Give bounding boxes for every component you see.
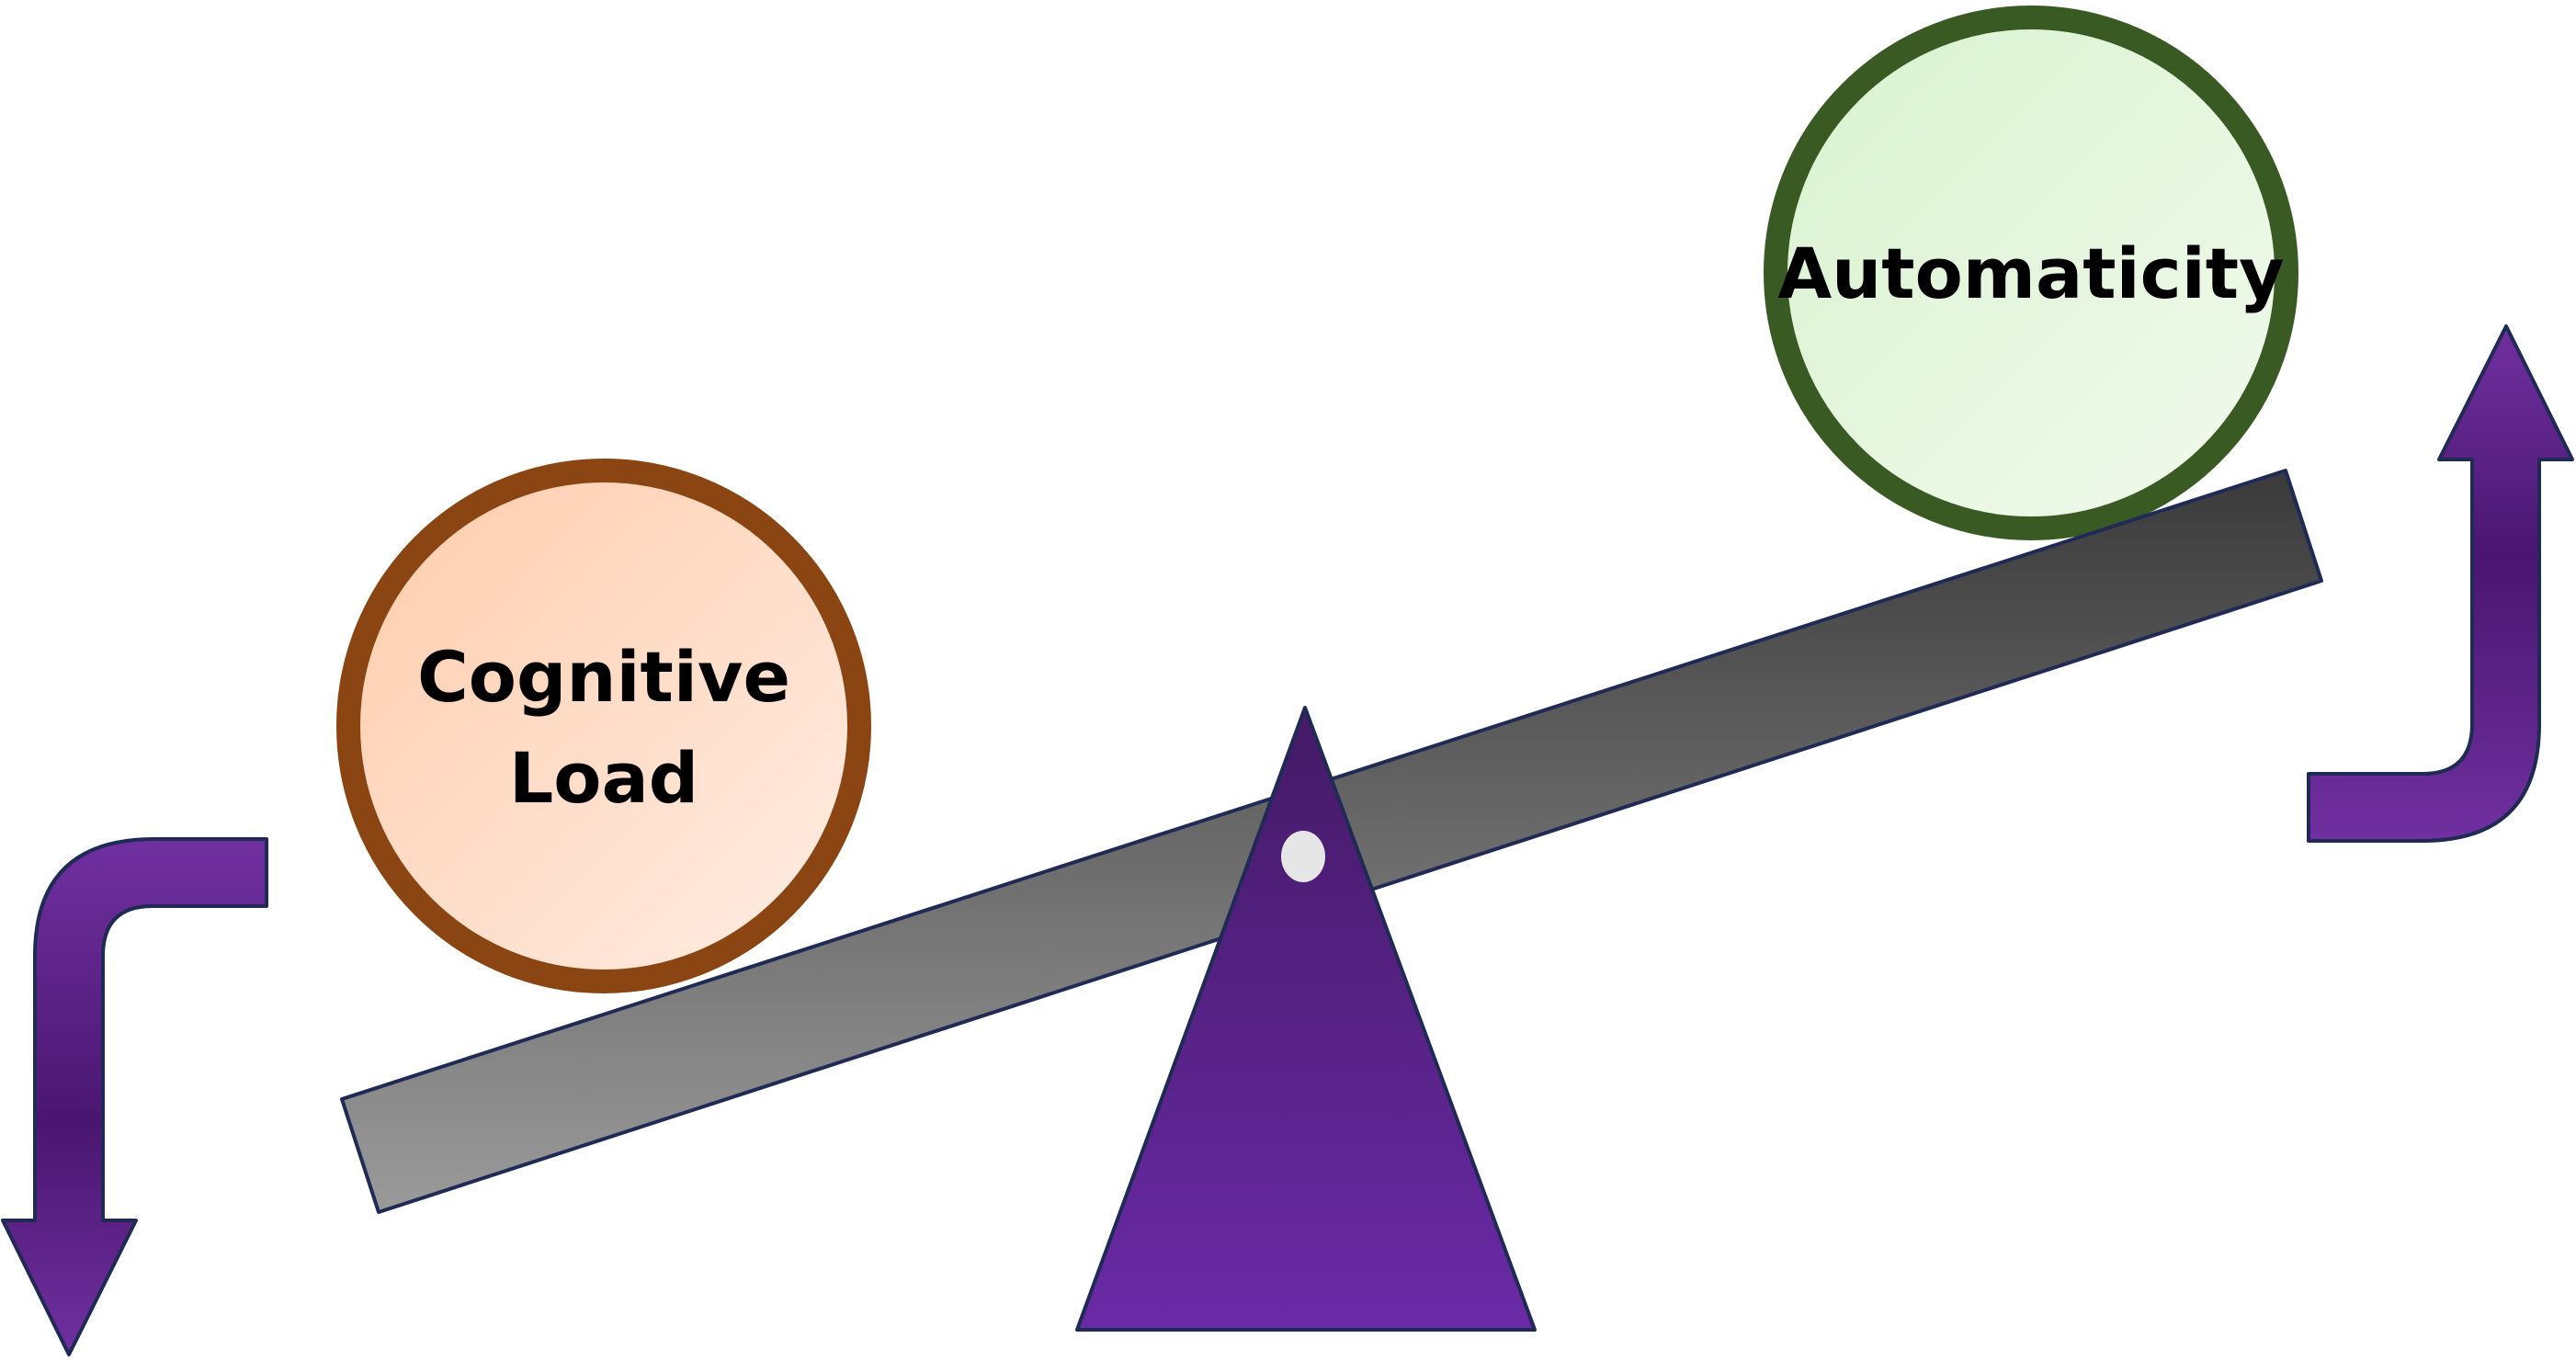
cognitive-load-label-line-2: Load bbox=[509, 737, 698, 819]
cognitive-load-circle: Cognitive Load bbox=[336, 459, 871, 993]
arrow-up-icon bbox=[2307, 324, 2574, 843]
arrow-down-icon bbox=[1, 837, 268, 1356]
fulcrum-triangle bbox=[1075, 706, 1537, 1332]
automaticity-circle: Automaticity bbox=[1764, 6, 2298, 540]
cognitive-load-label-line-1: Cognitive bbox=[417, 636, 790, 718]
pivot-dot bbox=[1281, 831, 1325, 882]
automaticity-label: Automaticity bbox=[1777, 233, 2284, 314]
